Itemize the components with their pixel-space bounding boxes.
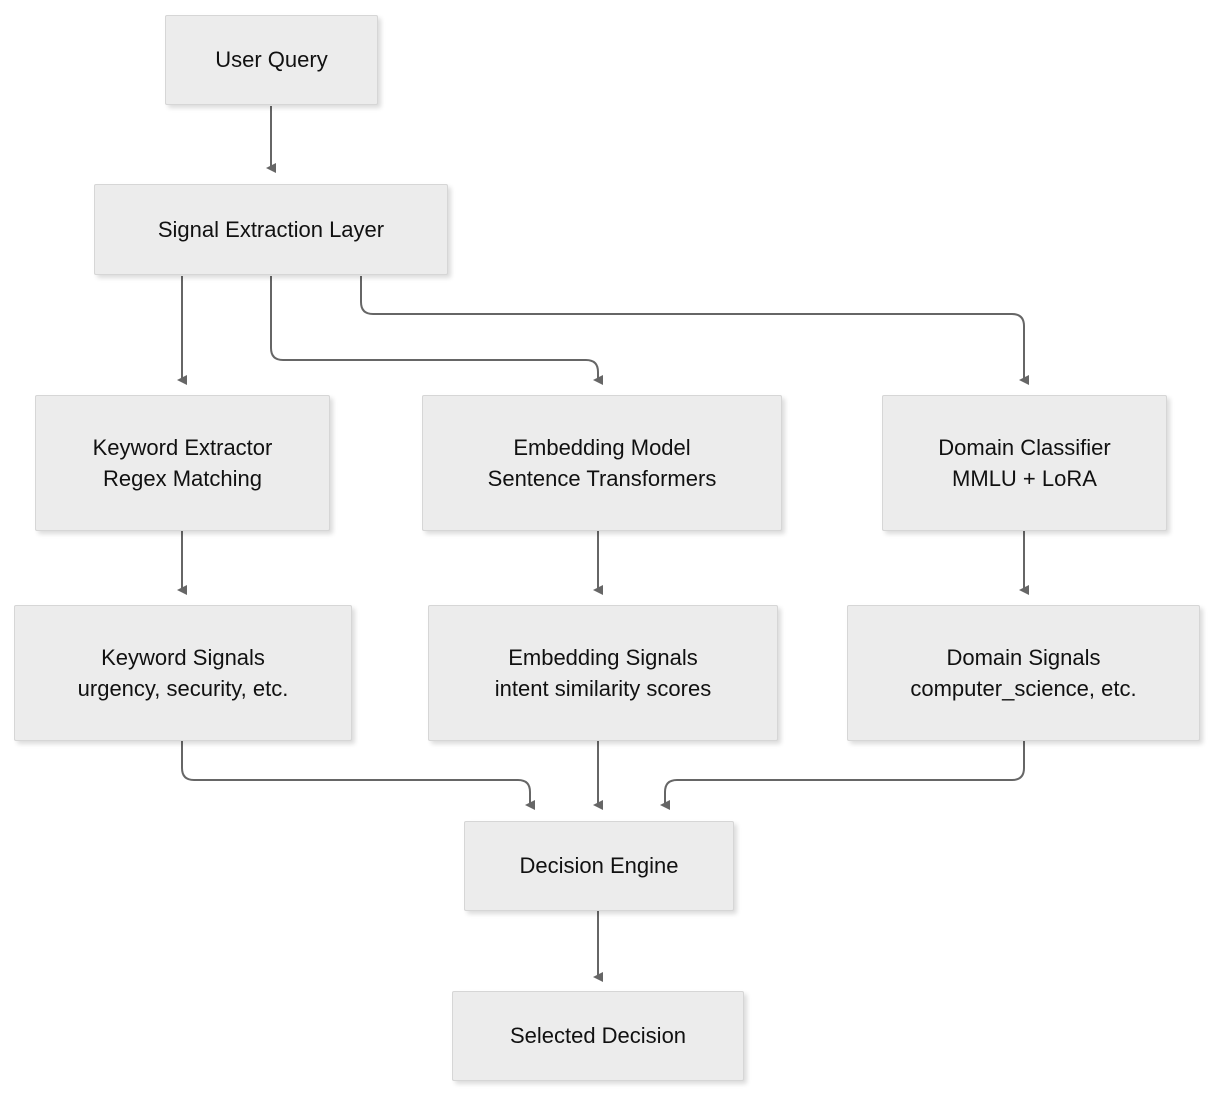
node-keyword-signals[interactable]: Keyword Signals urgency, security, etc. bbox=[14, 605, 352, 741]
node-domain-classifier[interactable]: Domain Classifier MMLU + LoRA bbox=[882, 395, 1167, 531]
node-keyword-extractor-line1: Keyword Extractor bbox=[92, 434, 273, 460]
node-selected-decision-label: Selected Decision bbox=[509, 1023, 687, 1049]
node-keyword-extractor[interactable]: Keyword Extractor Regex Matching bbox=[35, 395, 330, 531]
node-selected-decision[interactable]: Selected Decision bbox=[452, 991, 744, 1081]
node-keyword-signals-line2: urgency, security, etc. bbox=[77, 676, 289, 701]
node-decision-engine[interactable]: Decision Engine bbox=[464, 821, 734, 911]
node-domain-classifier-line2: MMLU + LoRA bbox=[952, 466, 1097, 491]
node-user-query[interactable]: User Query bbox=[165, 15, 378, 105]
node-domain-classifier-line1: Domain Classifier bbox=[938, 434, 1111, 460]
node-embedding-model-line2: Sentence Transformers bbox=[487, 466, 717, 491]
node-embedding-signals-line1: Embedding Signals bbox=[508, 644, 698, 670]
node-keyword-signals-line1: Keyword Signals bbox=[101, 644, 265, 670]
node-user-query-label: User Query bbox=[215, 47, 328, 73]
node-embedding-model[interactable]: Embedding Model Sentence Transformers bbox=[422, 395, 782, 531]
edge-keyword-signals-to-decision-engine bbox=[181, 741, 535, 810]
node-domain-signals[interactable]: Domain Signals computer_science, etc. bbox=[847, 605, 1200, 741]
node-domain-signals-line1: Domain Signals bbox=[946, 644, 1101, 670]
edge-signal-extraction-to-embedding-model bbox=[270, 276, 603, 385]
edge-signal-extraction-to-domain-classifier bbox=[360, 276, 1029, 385]
edge-domain-signals-to-decision-engine bbox=[660, 741, 1025, 810]
node-signal-extraction-layer-label: Signal Extraction Layer bbox=[157, 216, 385, 242]
node-embedding-signals[interactable]: Embedding Signals intent similarity scor… bbox=[428, 605, 778, 741]
node-domain-signals-line2: computer_science, etc. bbox=[910, 676, 1137, 701]
node-embedding-model-line1: Embedding Model bbox=[513, 434, 691, 460]
node-signal-extraction-layer[interactable]: Signal Extraction Layer bbox=[94, 184, 448, 275]
node-keyword-extractor-line2: Regex Matching bbox=[103, 466, 262, 491]
node-decision-engine-label: Decision Engine bbox=[519, 853, 679, 879]
node-embedding-signals-line2: intent similarity scores bbox=[494, 676, 712, 701]
